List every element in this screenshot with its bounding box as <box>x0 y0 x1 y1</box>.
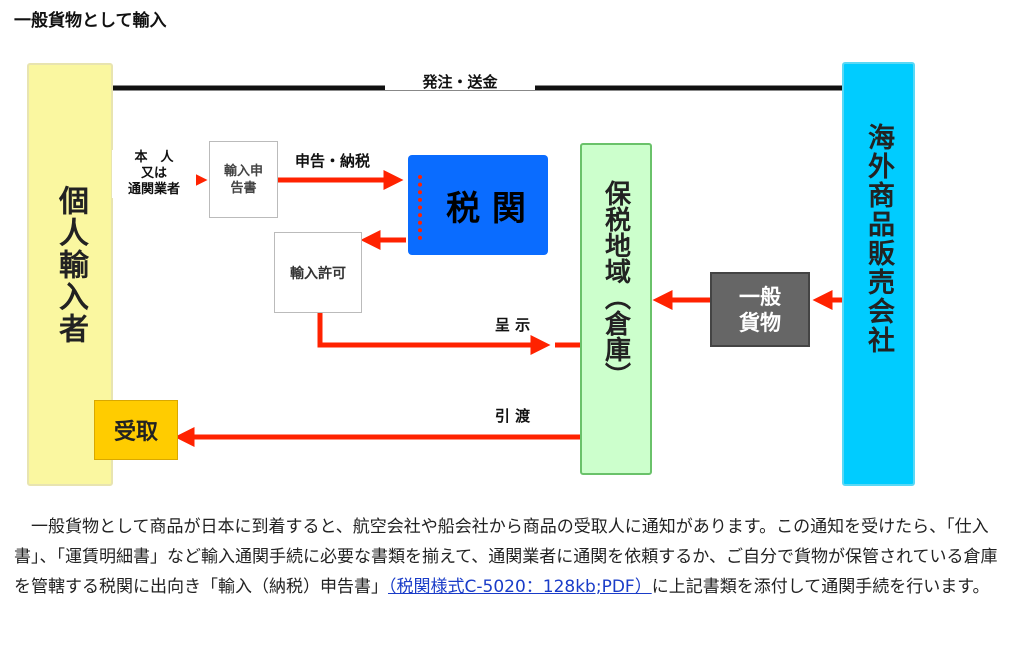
body-paragraph: 一般貨物として商品が日本に到着すると、航空会社や船会社から商品の受取人に通知があ… <box>14 512 1014 602</box>
overseas-seller-label: 海外商品販売会社 <box>863 123 894 355</box>
body-text: 一般貨物として商品が日本に到着すると、航空会社や船会社から商品の受取人に通知があ… <box>14 517 998 597</box>
general-cargo-label: 一般貨物 <box>739 284 781 335</box>
general-cargo-box: 一般貨物 <box>710 272 810 347</box>
page-heading: 一般貨物として輸入 <box>14 11 167 31</box>
import-permit-box: 輸入許可 <box>274 232 362 313</box>
self-label: 本 人 <box>134 150 174 165</box>
or-label: 又は <box>140 166 167 181</box>
customs-label: 税 関 <box>446 188 526 229</box>
order-payment-label: 発注・送金 <box>385 74 535 90</box>
self-or-broker-label: 本 人 又は 通関業者 <box>112 150 196 198</box>
declare-pay-label: 申告・納税 <box>294 152 370 170</box>
bonded-area-box: 保税地域（倉庫） <box>580 143 652 475</box>
import-permit-label: 輸入許可 <box>290 265 346 282</box>
customs-form-pdf-link[interactable]: （税関様式C-5020：128kb;PDF） <box>388 577 652 597</box>
receive-box: 受取 <box>94 400 178 460</box>
customs-box: 税 関 <box>408 155 548 255</box>
overseas-seller-box: 海外商品販売会社 <box>842 62 915 486</box>
declaration-doc-label: 輸入申告書 <box>223 163 263 196</box>
bonded-area-label: 保税地域（倉庫） <box>600 180 631 388</box>
receive-label: 受取 <box>113 420 158 445</box>
declaration-doc-box: 輸入申告書 <box>209 141 278 218</box>
body-text-after: に上記書類を添付して通関手続を行います。 <box>651 577 990 597</box>
delivery-label: 引 渡 <box>494 407 531 425</box>
arrow-present <box>317 313 551 355</box>
broker-label: 通関業者 <box>127 182 180 197</box>
present-label: 呈 示 <box>494 316 531 334</box>
customs-dotted-edge <box>418 175 422 240</box>
individual-importer-label: 個人輸入者 <box>53 184 88 345</box>
